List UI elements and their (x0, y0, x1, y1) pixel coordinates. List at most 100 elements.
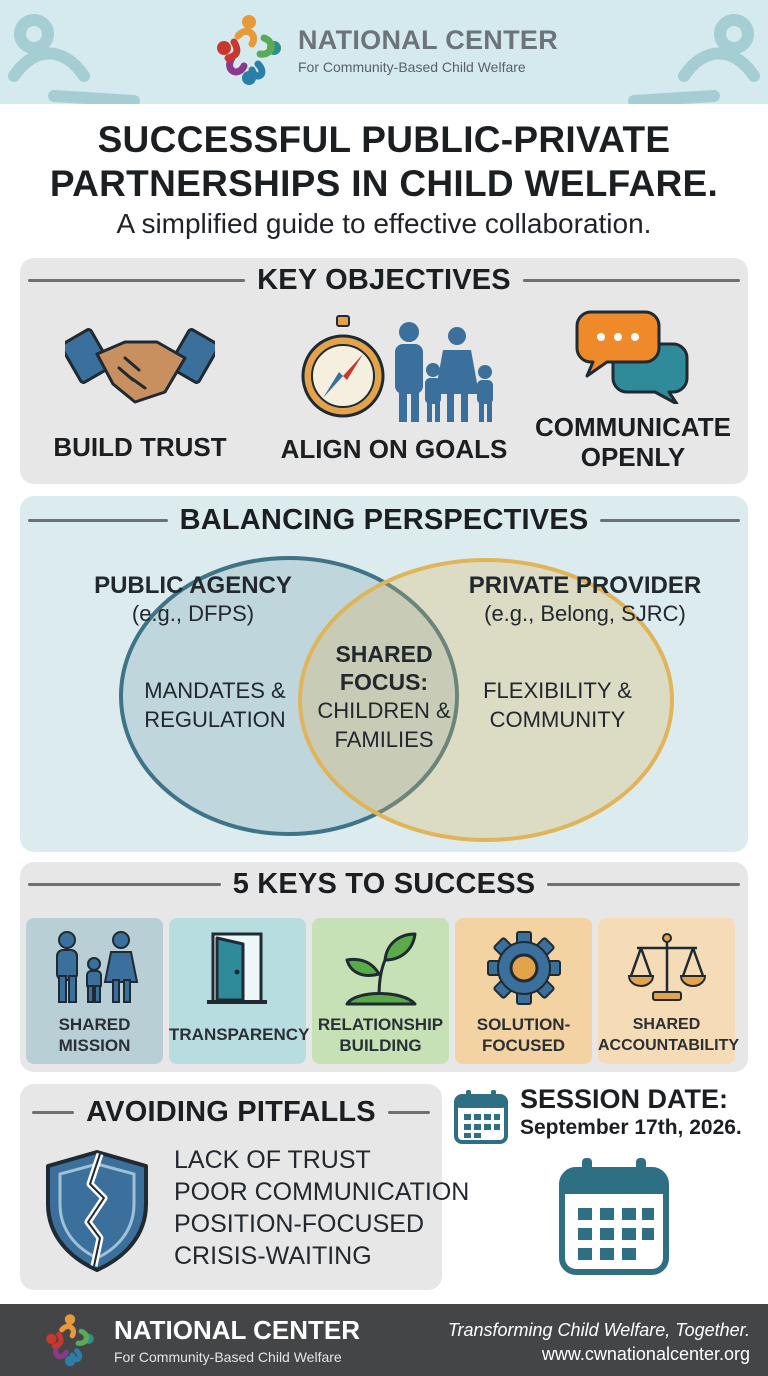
open-door-icon (206, 932, 267, 1004)
compass-family-icon (301, 315, 493, 422)
objective-label: ALIGN ON GOALS (280, 434, 508, 464)
divider (28, 519, 168, 522)
balancing-perspectives-heading: BALANCING PERSPECTIVES (20, 504, 748, 537)
page-title: SUCCESSFUL PUBLIC-PRIVATE PARTNERSHIPS I… (0, 118, 768, 206)
gear-icon (486, 931, 561, 1005)
shared-focus-line-1: SHARED (335, 641, 433, 667)
key-label: SOLUTION- FOCUSED (455, 1014, 592, 1056)
public-agency-example: (e.g., DFPS) (131, 601, 255, 626)
public-agency-circle (119, 556, 459, 836)
objective-align-goals: ALIGN ON GOALS (274, 314, 514, 464)
key-label-line-2: BUILDING (339, 1036, 422, 1055)
private-provider-focus-line-1: FLEXIBILITY & (483, 678, 632, 703)
community-logo-icon (217, 15, 281, 85)
section-title: 5 KEYS TO SUCCESS (232, 868, 536, 900)
key-label-line-1: SHARED (632, 1016, 701, 1033)
key-shared-mission: SHARED MISSION (26, 918, 163, 1064)
session-date-value: September 17th, 2026. (520, 1116, 742, 1139)
chat-bubbles-icon (575, 310, 689, 404)
key-label-line-2: MISSION (58, 1036, 131, 1055)
list-item: POOR COMMUNICATION (174, 1178, 470, 1206)
objective-communicate-openly: COMMUNICATE OPENLY (528, 308, 738, 472)
broken-shield-icon (46, 1150, 148, 1272)
public-agency-focus-line-2: REGULATION (144, 707, 286, 732)
key-shared-accountability: SHARED ACCOUNTABILITY (598, 918, 740, 1064)
session-date-block: SESSION DATE: September 17th, 2026. (454, 1084, 754, 1290)
key-relationship-building: RELATIONSHIP BUILDING (312, 918, 449, 1064)
divider (32, 1111, 75, 1114)
page-subtitle: A simplified guide to effective collabor… (116, 208, 652, 239)
shared-focus-line-2: FOCUS: (339, 669, 429, 695)
decorative-figures-icon (8, 14, 140, 104)
public-agency-label: PUBLIC AGENCY (e.g., DFPS) (78, 572, 308, 628)
community-logo-icon (46, 1314, 94, 1367)
venn-diagram (119, 556, 674, 842)
private-provider-title: PRIVATE PROVIDER (468, 572, 702, 599)
footer-brand[interactable]: NATIONAL CENTER For Community-Based Chil… (40, 1312, 360, 1370)
session-date-label: SESSION DATE: (520, 1084, 729, 1114)
shared-focus-line-3: CHILDREN & (317, 698, 451, 723)
page-title-line-2: PARTNERSHIPS IN CHILD WELFARE. (49, 163, 719, 204)
private-provider-focus-line-2: COMMUNITY (489, 707, 626, 732)
key-label-line-1: SHARED (58, 1015, 131, 1034)
objective-label-line-1: COMMUNICATE (535, 412, 731, 442)
list-item: CRISIS-WAITING (174, 1242, 372, 1270)
balancing-perspectives-panel: BALANCING PERSPECTIVES PUBLIC AGENCY (e.… (20, 496, 748, 852)
section-title: AVOIDING PITFALLS (86, 1096, 376, 1128)
objective-label: BUILD TRUST (53, 432, 227, 462)
divider (600, 519, 740, 522)
public-agency-focus: MANDATES & REGULATION (130, 676, 300, 734)
private-provider-example: (e.g., Belong, SJRC) (484, 601, 686, 626)
objective-build-trust: BUILD TRUST (40, 314, 240, 462)
page-title-line-1: SUCCESSFUL PUBLIC-PRIVATE (97, 119, 671, 160)
key-objectives-heading: KEY OBJECTIVES (20, 264, 748, 297)
avoiding-pitfalls-heading: AVOIDING PITFALLS (20, 1096, 442, 1129)
brand-logo[interactable]: NATIONAL CENTER For Community-Based Chil… (212, 12, 558, 90)
footer-brand-subtitle: For Community-Based Child Welfare (114, 1349, 342, 1365)
key-label-line-1: SOLUTION- (476, 1015, 571, 1034)
header-banner: NATIONAL CENTER For Community-Based Chil… (0, 0, 768, 104)
keys-to-success-panel: 5 KEYS TO SUCCESS (20, 862, 748, 1072)
public-agency-title: PUBLIC AGENCY (94, 572, 292, 599)
divider (28, 279, 246, 282)
key-objectives-panel: KEY OBJECTIVES BUILD TRUST (20, 258, 748, 484)
brand-name: NATIONAL CENTER (298, 25, 558, 55)
public-agency-focus-line-1: MANDATES & (144, 678, 286, 703)
footer-tagline-block: Transforming Child Welfare, Together. ww… (448, 1318, 750, 1366)
footer-tagline-text: Transforming Child Welfare, Together. (447, 1320, 750, 1340)
private-provider-circle (298, 558, 674, 842)
key-label: SHARED ACCOUNTABILITY (598, 1014, 740, 1056)
list-item: POSITION-FOCUSED (174, 1210, 425, 1238)
section-title: KEY OBJECTIVES (257, 264, 511, 296)
footer-url-link[interactable]: www.cwnationalcenter.org (541, 1344, 750, 1364)
divider (522, 279, 740, 282)
private-provider-label: PRIVATE PROVIDER (e.g., Belong, SJRC) (440, 572, 730, 628)
key-solution-focused: SOLUTION- FOCUSED (455, 918, 592, 1064)
key-label-line-2: FOCUSED (481, 1036, 566, 1055)
footer-brand-name: NATIONAL CENTER (114, 1315, 361, 1345)
divider (547, 883, 740, 886)
divider (28, 883, 221, 886)
list-item: LACK OF TRUST (174, 1146, 371, 1174)
brand-subtitle: For Community-Based Child Welfare (298, 59, 526, 75)
sprout-icon (345, 932, 416, 1006)
keys-to-success-heading: 5 KEYS TO SUCCESS (20, 868, 748, 901)
section-title: BALANCING PERSPECTIVES (179, 504, 589, 536)
footer-tagline: Transforming Child Welfare, Together. (448, 1318, 750, 1342)
shared-focus-line-4: FAMILIES (334, 727, 434, 752)
key-label: TRANSPARENCY (169, 1025, 310, 1044)
pitfalls-list: LACK OF TRUST POOR COMMUNICATION POSITIO… (174, 1144, 469, 1272)
key-label: SHARED MISSION (26, 1014, 163, 1056)
decorative-figures-icon (628, 14, 760, 104)
family-icon (55, 931, 138, 1003)
objective-label: COMMUNICATE OPENLY (528, 412, 738, 472)
calendar-large-icon (559, 1158, 669, 1275)
handshake-icon (65, 328, 215, 404)
shared-focus-label: SHARED FOCUS: CHILDREN & FAMILIES (310, 640, 458, 754)
avoiding-pitfalls-panel: AVOIDING PITFALLS LACK OF TRUST POOR COM… (20, 1084, 469, 1290)
private-provider-focus: FLEXIBILITY & COMMUNITY (470, 676, 645, 734)
calendar-small-icon (454, 1090, 508, 1144)
divider (387, 1111, 430, 1114)
footer: NATIONAL CENTER For Community-Based Chil… (0, 1304, 768, 1376)
key-label-line-2: ACCOUNTABILITY (598, 1037, 740, 1054)
